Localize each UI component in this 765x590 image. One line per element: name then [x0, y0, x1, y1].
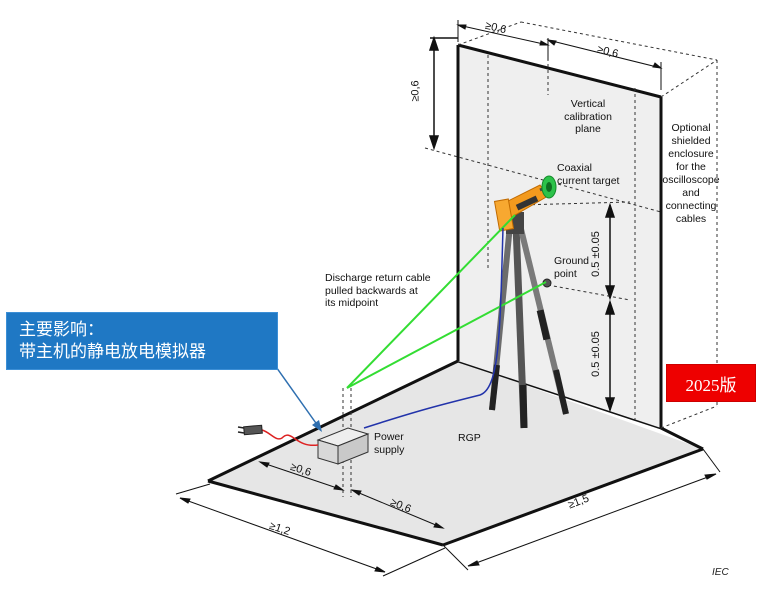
left-vertical-dimension [428, 35, 458, 151]
coaxial-target [541, 175, 557, 199]
callout-line-1: 主要影响： [19, 320, 104, 340]
dim-height-lower: 0.5 ±0.05 [589, 331, 602, 377]
callout-box: 主要影响： 带主机的静电放电模拟器 [6, 312, 278, 370]
enclosure-outline [457, 21, 718, 429]
rgp-label: RGP [458, 432, 481, 444]
ground-point-label: Ground point [554, 255, 590, 280]
callout-line-2: 带主机的静电放电模拟器 [19, 342, 206, 362]
mains-cable [237, 424, 319, 446]
tripod [489, 212, 569, 429]
callout-arrow [273, 363, 322, 432]
esd-gun [493, 183, 553, 232]
version-badge: 2025版 [666, 364, 756, 402]
discharge-return-cable [346, 214, 547, 389]
gun-power-cable [363, 227, 504, 429]
dim-left-vertical: ≥0,6 [409, 80, 422, 102]
dim-height-upper: 0.5 ±0.05 [589, 231, 602, 277]
power-supply-box [316, 427, 370, 465]
front-dimension-lines [175, 448, 721, 577]
power-supply-label: Power supply [374, 431, 405, 456]
discharge-cable-label: Discharge return cable pulled backwards … [325, 272, 431, 310]
coaxial-target-label: Coaxial current target [557, 162, 620, 187]
height-dimension-lines [604, 202, 616, 413]
iec-label: IEC [712, 567, 729, 578]
vertical-plane-label: Vertical calibration plane [564, 98, 612, 136]
enclosure-label: Optional shielded enclosure for the osci… [662, 122, 720, 225]
